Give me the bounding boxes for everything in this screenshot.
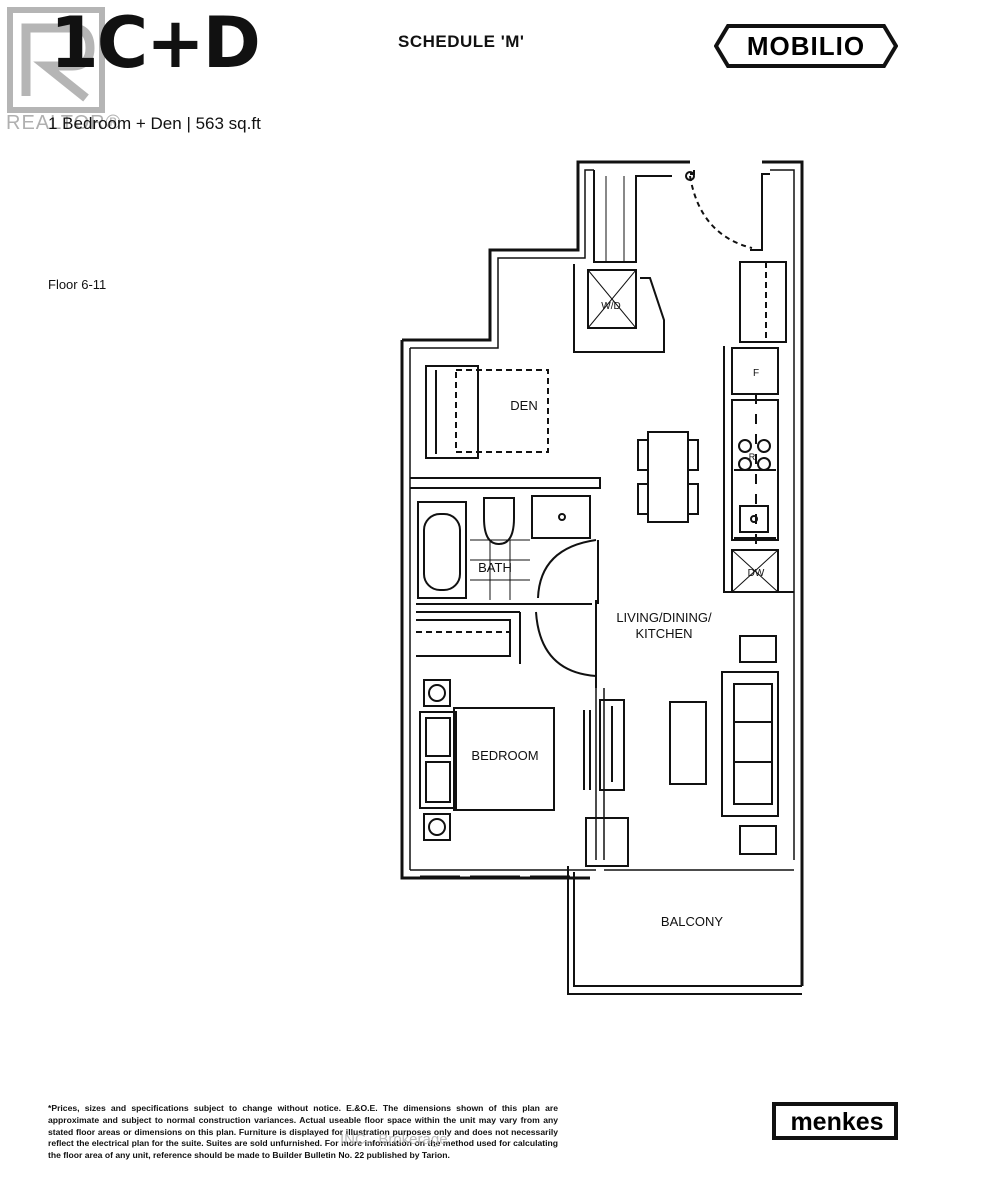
- menkes-logo-text: menkes: [790, 1108, 883, 1136]
- disclaimer-text: *Prices, sizes and specifications subjec…: [48, 1103, 558, 1161]
- dishwasher-label: DW: [748, 568, 765, 579]
- mobilio-logo-text: MOBILIO: [747, 31, 865, 61]
- washer-dryer-label: W/D: [601, 301, 620, 312]
- range-label: R: [749, 452, 756, 462]
- unit-title: 1C+D: [50, 2, 261, 84]
- bath-label: BATH: [478, 560, 512, 575]
- realtor-watermark-text: REALTOR®: [6, 112, 122, 134]
- floor-label: Floor 6-11: [48, 277, 107, 292]
- realtor-logo-mark: [7, 7, 105, 113]
- den-label: DEN: [510, 398, 537, 413]
- balcony-label: BALCONY: [661, 914, 723, 929]
- bedroom-label: BEDROOM: [471, 748, 538, 763]
- living-label-line2: KITCHEN: [635, 626, 692, 641]
- fridge-label: F: [753, 368, 759, 379]
- floor-plan: DEN BATH BEDROOM LIVING/DINING/ KITCHEN …: [400, 160, 804, 995]
- living-label-line1: LIVING/DINING/: [616, 610, 712, 625]
- unit-description: 1 Bedroom + Den | 563 sq.ft: [48, 114, 261, 133]
- menkes-logo: menkes: [772, 1102, 898, 1140]
- mobilio-logo: MOBILIO: [714, 24, 898, 68]
- schedule-label: SCHEDULE 'M': [398, 32, 525, 51]
- brokerage-watermark-text: INC., Brokerage: [340, 1131, 448, 1148]
